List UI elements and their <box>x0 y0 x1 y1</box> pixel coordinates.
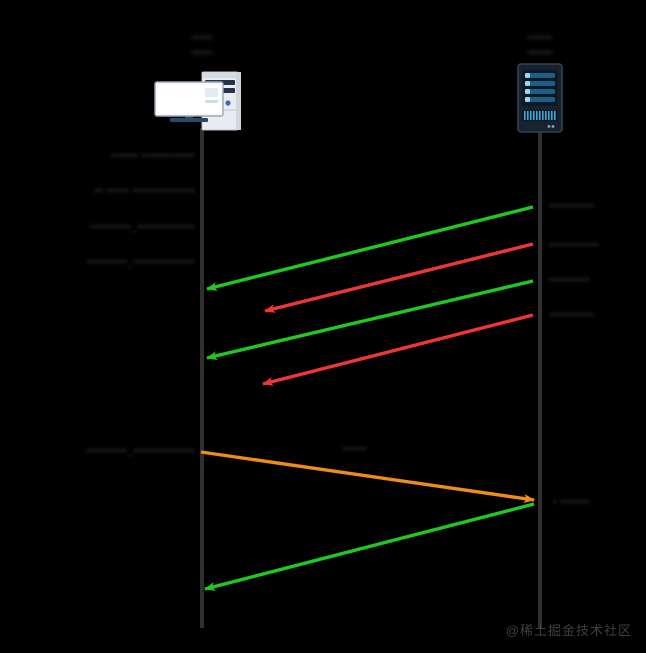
left-label-4: ▪▪▪▪▪▪▪▪▪▪_▪▪▪▪▪▪▪▪▪▪▪▪▪▪▪ <box>86 256 195 268</box>
right-label-1: ▪▪▪▪▪▪▪▪▪▪▪ <box>549 200 595 212</box>
message-arrow-2 <box>264 242 534 313</box>
server-rack-icon <box>517 63 563 133</box>
left-label-5: ▪▪▪▪▪▪▪▪▪▪_▪▪▪▪▪▪▪▪▪▪▪▪▪▪▪ <box>86 445 195 457</box>
left-label-1: ▪▪▪▪▪▪ ▪▪▪▪▪▪▪▪▪▪▪▪ <box>111 148 195 162</box>
right-label-5: ▪ ▪▪▪▪▪▪▪ <box>553 496 590 508</box>
message-arrow-6 <box>204 502 535 591</box>
left-label-2: ▪▪ ▪▪▪▪▪ ▪▪▪▪▪▪▪▪▪▪▪▪▪▪ <box>94 183 195 197</box>
message-arrow-5 <box>200 450 535 504</box>
right-label-2: ▪▪▪▪▪▪▪▪▪▪▪▪ <box>549 239 599 251</box>
center-label-1: ▪▪▪▪▪▪ <box>342 443 368 455</box>
right-label-4: ▪▪▪▪▪▪▪▪▪▪▪ <box>549 309 595 321</box>
message-arrow-4 <box>262 313 534 386</box>
actor-title-server: ▪▪▪▪▪▪ ▪▪▪▪▪▪ <box>527 30 553 59</box>
right-label-3: ▪▪▪▪▪▪▪▪▪▪ <box>549 274 590 286</box>
watermark: @稀土掘金技术社区 <box>505 623 632 638</box>
message-arrow-1 <box>206 205 534 291</box>
left-label-3: ▪▪▪▪▪▪▪▪▪▪_▪▪▪▪▪▪▪▪▪▪▪▪▪▪ <box>90 221 195 233</box>
actor-title-client: ▪▪▪▪▪ ▪▪▪▪▪ <box>191 30 213 59</box>
desktop-computer-icon <box>154 71 241 131</box>
message-arrow-3 <box>206 279 534 361</box>
